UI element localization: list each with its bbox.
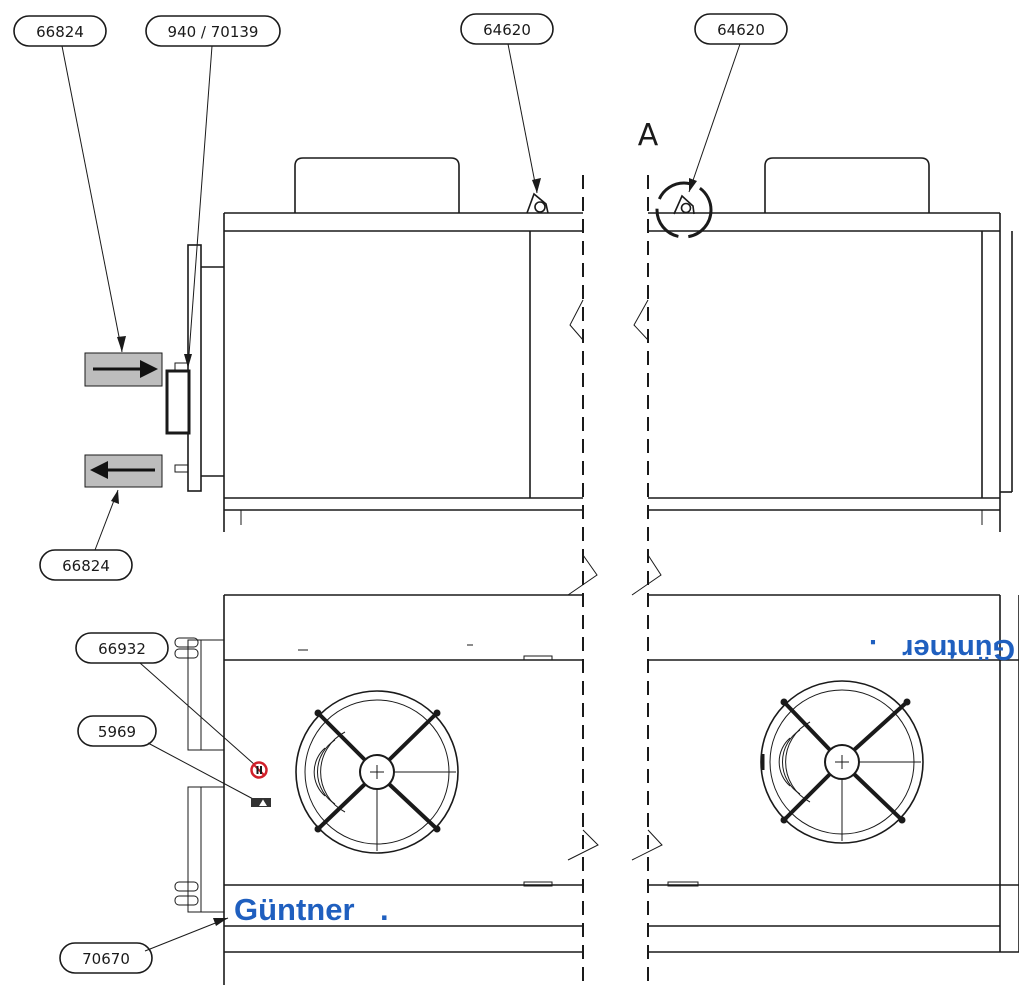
guntner-logo-bottom: Güntner .: [234, 892, 389, 927]
break-lines: [567, 175, 663, 985]
lifting-eye-icon: [526, 192, 549, 214]
top-view-right-half: [648, 157, 1013, 532]
callout-70670[interactable]: 70670: [59, 942, 153, 974]
fan-left: [295, 690, 459, 854]
svg-text:66824: 66824: [36, 23, 84, 41]
guntner-logo-mirrored: Güntner .: [869, 633, 1015, 665]
svg-text:66824: 66824: [62, 557, 110, 575]
svg-text:Güntner: Güntner: [902, 633, 1015, 665]
detail-circle-a: [655, 181, 713, 239]
svg-text:.: .: [380, 892, 389, 927]
callout-940-70139[interactable]: 940 / 70139: [145, 15, 281, 47]
front-view-right-half: [648, 594, 1019, 953]
no-entry-safety-icon: [250, 761, 268, 779]
callout-66824-lower[interactable]: 66824: [39, 549, 133, 581]
callout-5969[interactable]: 5969: [77, 715, 157, 747]
warning-label-icon: [251, 798, 271, 807]
callout-66824-top[interactable]: 66824: [13, 15, 107, 47]
svg-text:5969: 5969: [98, 723, 136, 741]
arrow-right-icon: [84, 352, 163, 387]
svg-text:940 / 70139: 940 / 70139: [168, 23, 259, 41]
svg-text:.: .: [869, 633, 877, 665]
callout-64620-left[interactable]: 64620: [460, 13, 554, 45]
svg-text:66932: 66932: [98, 640, 146, 658]
fan-right: [760, 680, 924, 844]
svg-text:70670: 70670: [82, 950, 130, 968]
callout-66932[interactable]: 66932: [75, 632, 169, 664]
svg-text:64620: 64620: [717, 21, 765, 39]
callout-64620-right[interactable]: 64620: [694, 13, 788, 45]
front-view-left-half: [174, 594, 583, 985]
top-view-left-half: [165, 157, 583, 532]
svg-text:64620: 64620: [483, 21, 531, 39]
svg-text:Güntner: Güntner: [234, 892, 355, 927]
arrow-left-icon: [84, 454, 163, 488]
view-letter-a: A: [638, 118, 659, 153]
